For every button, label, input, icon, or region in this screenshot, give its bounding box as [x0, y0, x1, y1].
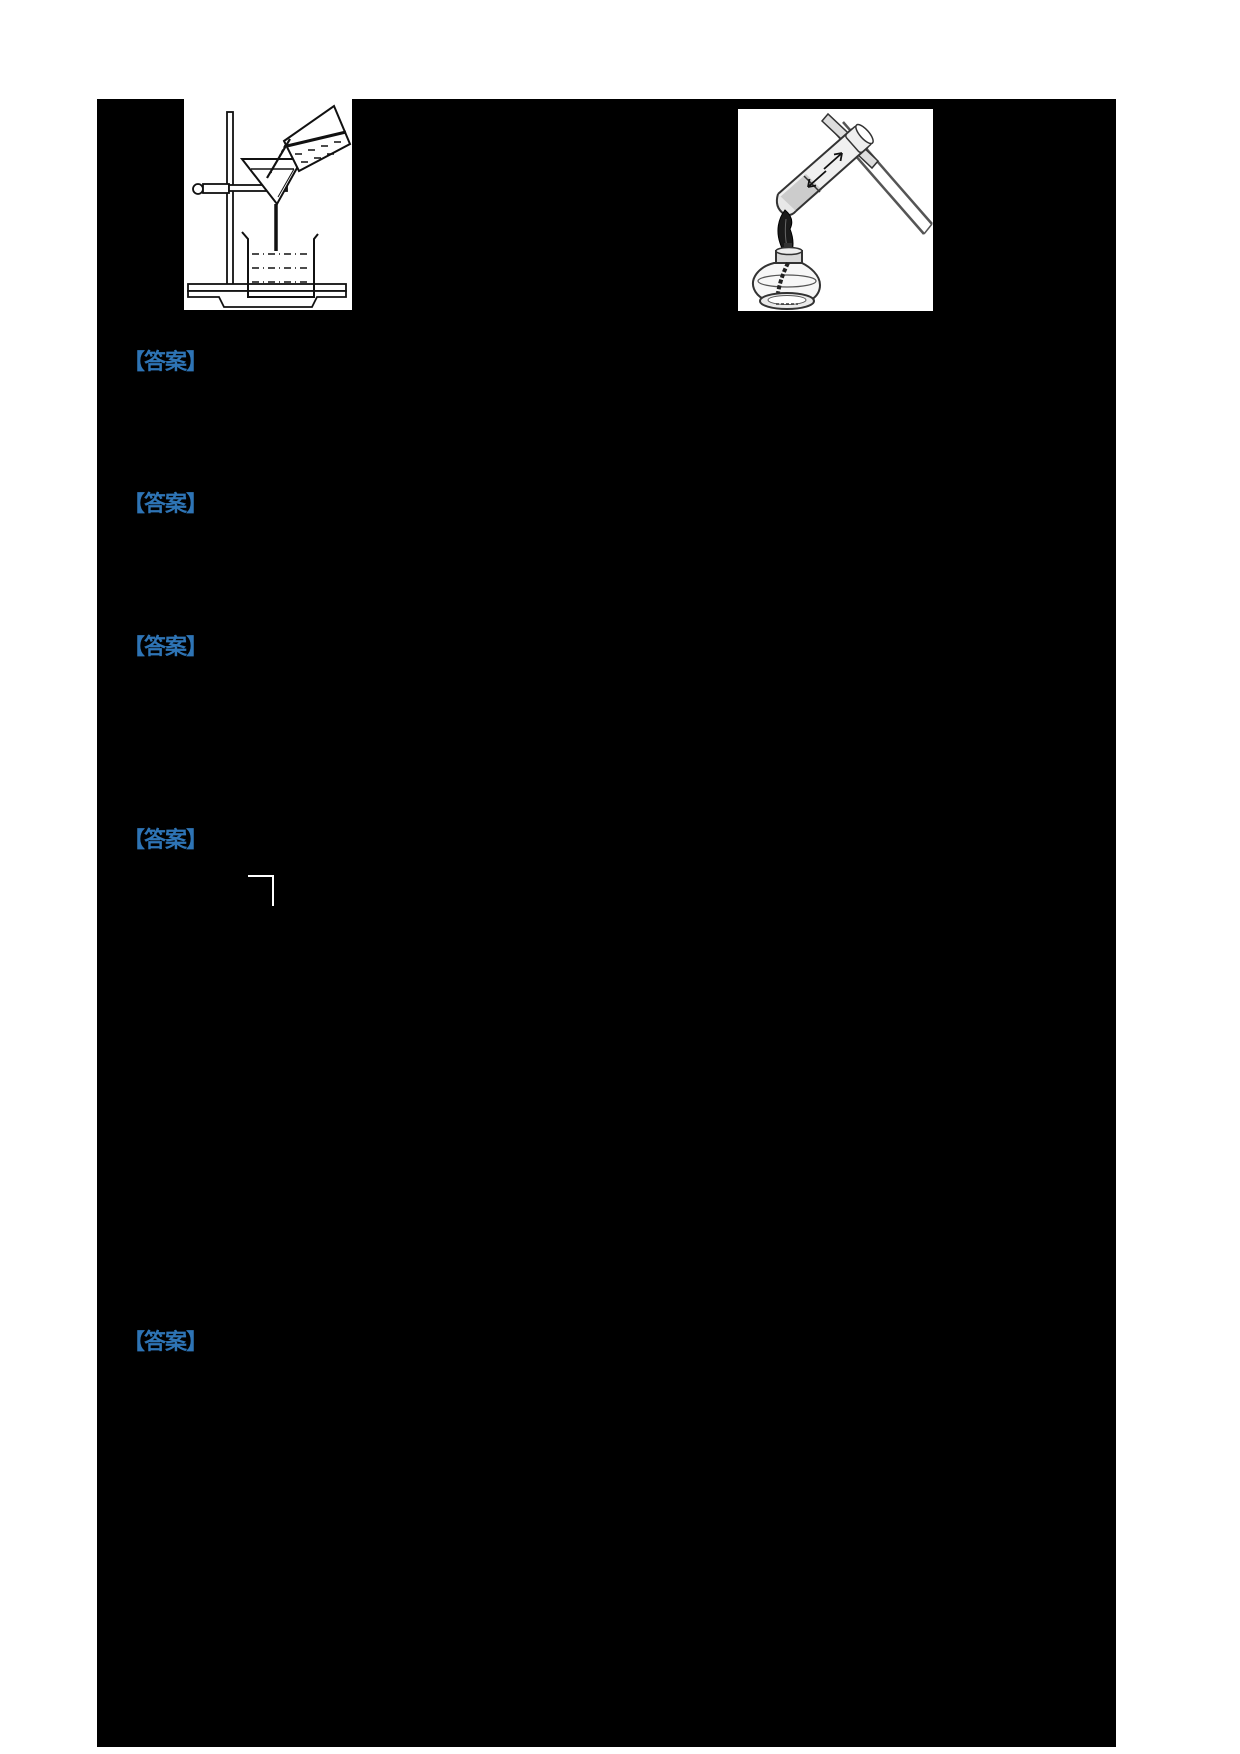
content-block: 【答案】 【答案】 【答案】 【答案】 【答案】 [97, 99, 1116, 1747]
test-tube [775, 123, 874, 216]
answer-label-4: 【答案】 [123, 827, 208, 852]
alcohol-lamp [752, 243, 822, 310]
tube-mouth [845, 123, 874, 154]
glass-rod [266, 138, 291, 179]
wick [776, 262, 790, 294]
test-tube-heating-figure [738, 109, 933, 311]
motion-arrows [807, 152, 843, 188]
pouring-beaker [266, 104, 352, 179]
answer-label-1: 【答案】 [123, 349, 208, 374]
answer-label-5: 【答案】 [123, 1329, 208, 1354]
answer-label-3: 【答案】 [123, 634, 208, 659]
funnel [239, 158, 304, 251]
filtration-apparatus-drawing [187, 104, 352, 308]
filtration-apparatus-figure [184, 99, 352, 310]
receiving-beaker [241, 231, 319, 298]
alcohol-surface [757, 274, 817, 288]
iron-stand [187, 111, 347, 308]
answer-label-2: 【答案】 [123, 491, 208, 516]
angle-bracket-shape [248, 875, 274, 906]
test-tube-heating-drawing [752, 112, 933, 310]
liquid-stream [270, 144, 286, 174]
